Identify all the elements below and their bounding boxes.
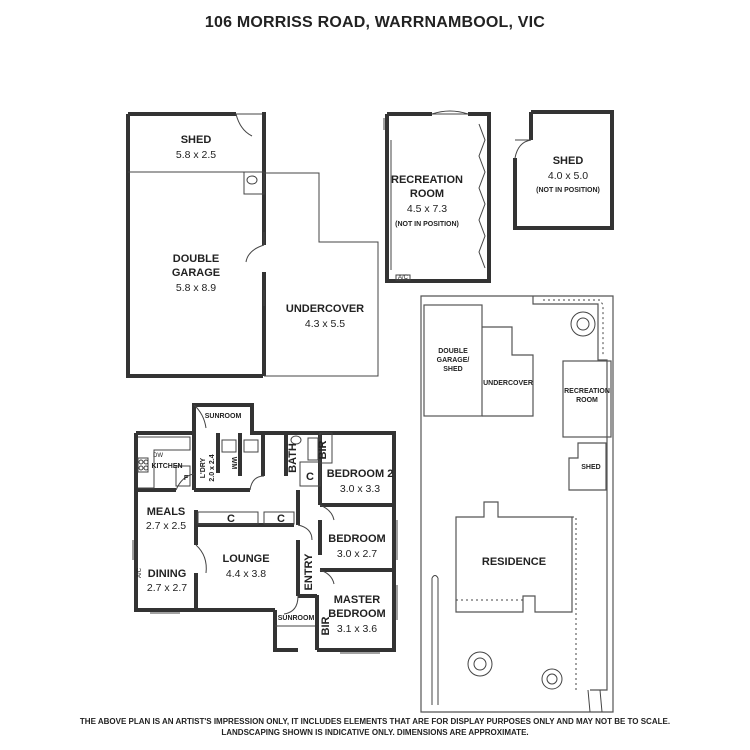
- bedroom2-label: BEDROOM 2: [327, 468, 394, 480]
- shed2-label: SHED: [553, 155, 584, 167]
- undercover-label: UNDERCOVER: [286, 303, 364, 315]
- garage-dims: 5.8 x 8.9: [176, 282, 216, 294]
- garage-label-line1: DOUBLE: [173, 253, 219, 265]
- recreation-label-line1: RECREATION: [391, 174, 463, 186]
- disclaimer-line-2: LANDSCAPING SHOWN IS INDICATIVE ONLY. DI…: [221, 728, 529, 737]
- shed2-note: (NOT IN POSITION): [536, 187, 600, 194]
- wm-label: WM: [230, 457, 237, 470]
- garage-label-line2: GARAGE: [172, 267, 220, 279]
- sunroom-bottom-label: SUNROOM: [278, 615, 315, 622]
- site-undercover-label: UNDERCOVER: [483, 380, 533, 387]
- dw-label: DW: [153, 453, 163, 459]
- entry-label: ENTRY: [303, 553, 315, 591]
- laundry-label: L'DRY: [200, 457, 207, 478]
- kitchen-label: KITCHEN: [151, 463, 182, 470]
- site-recreation-label-2: ROOM: [576, 397, 598, 404]
- sunroom-top-label: SUNROOM: [205, 413, 242, 420]
- master-label-line2: BEDROOM: [328, 608, 385, 620]
- site-garage: [423, 304, 483, 417]
- site-recreation-label-1: RECREATION: [564, 388, 610, 395]
- bir-label-bottom: BIR: [320, 616, 332, 635]
- bath-label: BATH: [287, 443, 299, 473]
- lounge-dims: 4.4 x 3.8: [226, 568, 266, 580]
- dining-label: DINING: [148, 568, 187, 580]
- undercover-dims: 4.3 x 5.5: [305, 318, 345, 330]
- main-house: SUNROOM KITCHEN DW F L'DRY 2.0 x 2.4 WM …: [132, 403, 398, 654]
- laundry-dims: 2.0 x 2.4: [209, 454, 216, 481]
- meals-dims: 2.7 x 2.5: [146, 520, 186, 532]
- cupboard-label-bath: C: [306, 471, 314, 483]
- site-garage-label-3: SHED: [443, 366, 462, 373]
- undercover-area: UNDERCOVER 4.3 x 5.5: [264, 172, 379, 377]
- page-title: 106 MORRISS ROAD, WARRNAMBOOL, VIC: [204, 14, 546, 31]
- lounge-label: LOUNGE: [222, 553, 269, 565]
- tree-icon: [541, 668, 563, 690]
- shed-2: SHED 4.0 x 5.0 (NOT IN POSITION): [513, 110, 614, 230]
- bir-label-top: BIR: [317, 440, 329, 459]
- site-garage-label-1: DOUBLE: [438, 348, 468, 355]
- garage-shed-building: SHED 5.8 x 2.5 DOUBLE GARAGE 5.8 x 8.9: [126, 112, 266, 378]
- disclaimer: THE ABOVE PLAN IS AN ARTIST'S IMPRESSION…: [0, 716, 750, 738]
- tree-icon: [570, 311, 596, 337]
- site-recreation: [562, 360, 612, 438]
- recreation-room: A/C RECREATION ROOM 4.5 x 7.3 (NOT IN PO…: [383, 110, 491, 283]
- shed2-dims: 4.0 x 5.0: [548, 170, 588, 182]
- bedroom-label: BEDROOM: [328, 533, 385, 545]
- ac-label-dining: A/C: [137, 567, 143, 578]
- fridge-label: F: [184, 475, 189, 482]
- tree-icon: [467, 651, 493, 677]
- shed-dims: 5.8 x 2.5: [176, 149, 216, 161]
- master-label-line1: MASTER: [334, 594, 381, 606]
- dining-dims: 2.7 x 2.7: [147, 582, 187, 594]
- disclaimer-line-1: THE ABOVE PLAN IS AN ARTIST'S IMPRESSION…: [79, 717, 671, 726]
- site-residence-label: RESIDENCE: [482, 556, 546, 568]
- ac-label-rec: A/C: [398, 275, 409, 281]
- bedroom2-dims: 3.0 x 3.3: [340, 483, 380, 495]
- shed-label: SHED: [181, 134, 212, 146]
- meals-label: MEALS: [147, 506, 186, 518]
- recreation-note: (NOT IN POSITION): [395, 221, 459, 228]
- site-plan: DOUBLE GARAGE/ SHED UNDERCOVER RECREATIO…: [420, 295, 614, 713]
- site-garage-label-2: GARAGE/: [437, 357, 470, 364]
- cupboard-label-2: C: [277, 513, 285, 525]
- cupboard-label-1: C: [227, 513, 235, 525]
- master-dims: 3.1 x 3.6: [337, 623, 377, 635]
- recreation-label-line2: ROOM: [410, 188, 444, 200]
- recreation-dims: 4.5 x 7.3: [407, 203, 447, 215]
- site-shed-label: SHED: [581, 464, 600, 471]
- bedroom-dims: 3.0 x 2.7: [337, 548, 377, 560]
